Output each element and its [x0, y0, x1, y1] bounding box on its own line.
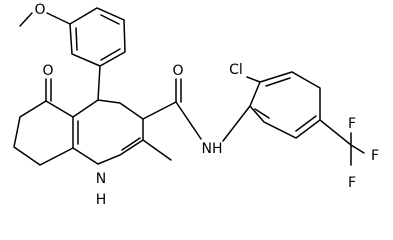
- fluorine-right-label: F: [371, 148, 379, 164]
- ring-nitrogen-label: N: [96, 171, 106, 187]
- bond-c3-carbonyl: [142, 101, 177, 120]
- bonds-c-f: [350, 132, 365, 166]
- methoxyphenyl-inner-bonds: [75, 14, 121, 61]
- bond-n-aryl: [222, 105, 251, 142]
- methoxyphenyl-ring: [69, 7, 126, 67]
- bond-aryl-cf3: [319, 119, 352, 146]
- chlorophenyl-inner-bonds: [254, 77, 317, 132]
- amide-nh-label: NH: [202, 141, 223, 157]
- dihydropyridine-ring: [72, 99, 144, 165]
- fluorine-top-label: F: [348, 116, 356, 132]
- fluorine-bottom-label: F: [348, 175, 356, 191]
- chlorophenyl-ring: [249, 71, 321, 139]
- bond-lines: [13, 7, 365, 166]
- bond-aryl-cl: [246, 76, 261, 83]
- cyclohexanone-ring: [13, 100, 74, 166]
- bond-methyl-o: [19, 12, 33, 27]
- amide-oxygen-label: O: [172, 63, 183, 79]
- amide-carbonyl-double-bond: [175, 78, 182, 103]
- ketone-double-bond: [45, 78, 52, 102]
- bond-c2-methyl: [142, 139, 172, 161]
- methoxy-oxygen-label: O: [34, 2, 45, 18]
- chlorine-label: Cl: [229, 62, 243, 78]
- molecule-structure-diagram: O O O Cl NH N H F F F: [13, 2, 379, 208]
- bond-aryl-c4: [97, 65, 101, 101]
- bond-o-aryl: [46, 12, 71, 25]
- ketone-oxygen-label: O: [42, 63, 53, 79]
- bond-carbonyl-n: [175, 101, 202, 140]
- atom-labels: O O O Cl NH N H F F F: [34, 2, 379, 208]
- ring-nh-hydrogen-label: H: [96, 192, 107, 208]
- dihydropyridine-double-bonds: [77, 120, 141, 151]
